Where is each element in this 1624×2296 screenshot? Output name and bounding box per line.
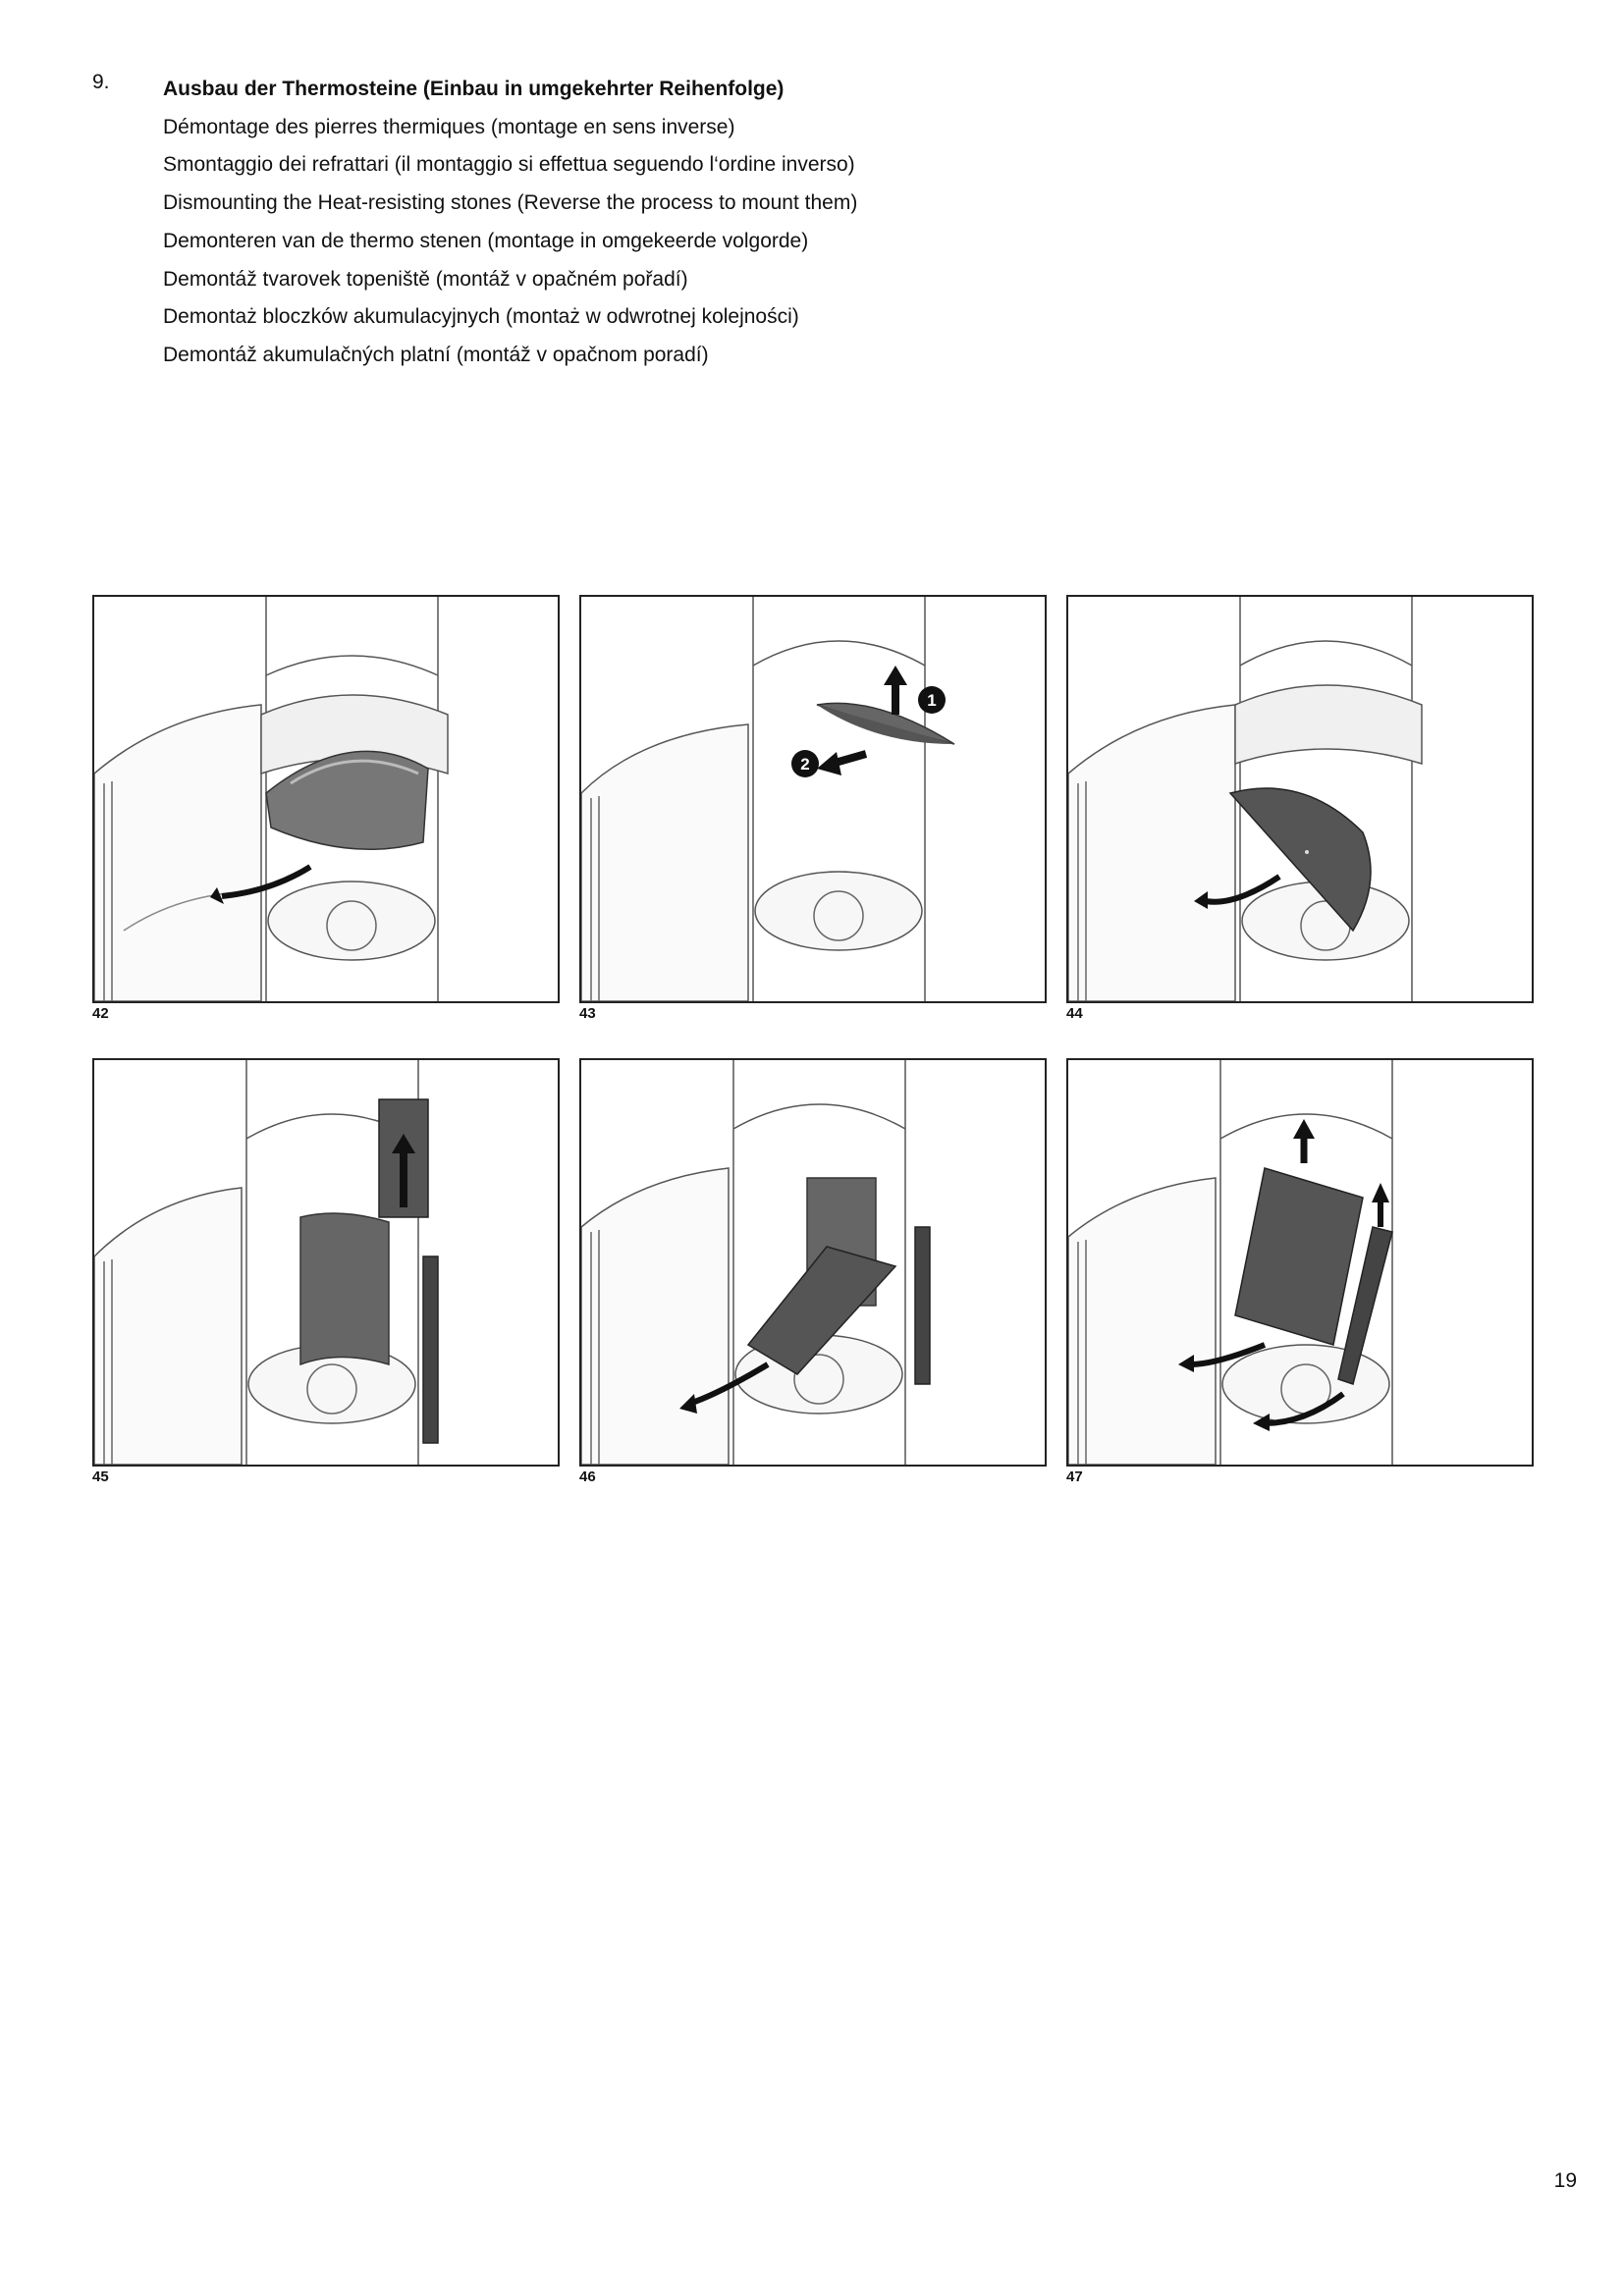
- section-number: 9.: [92, 71, 110, 93]
- step-marker-2: 2: [800, 755, 809, 774]
- section-title-pl: Demontaż bloczków akumulacyjnych (montaż…: [163, 305, 799, 329]
- stove-illustration-47: [1068, 1060, 1393, 1465]
- section-lines: Ausbau der Thermosteine (Einbau in umgek…: [163, 71, 1243, 375]
- section-title-fr: Démontage des pierres thermiques (montag…: [163, 115, 735, 138]
- figure-47: [1066, 1058, 1534, 1467]
- stove-illustration-44: [1068, 597, 1423, 1001]
- figure-43: 1 2: [579, 595, 1047, 1003]
- figure-46: [579, 1058, 1047, 1467]
- page-number: 19: [1553, 2169, 1577, 2192]
- stove-illustration-45: [94, 1060, 439, 1465]
- section-title-cs: Demontáž tvarovek topeniště (montáž v op…: [163, 267, 688, 291]
- figure-caption-47: 47: [1066, 1468, 1083, 1485]
- figure-45: [92, 1058, 560, 1467]
- stove-illustration-43: 1 2: [581, 597, 955, 1001]
- section-title-it: Smontaggio dei refrattari (il montaggio …: [163, 153, 855, 177]
- stove-illustration-46: [581, 1060, 931, 1465]
- figure-caption-46: 46: [579, 1468, 596, 1485]
- figure-caption-45: 45: [92, 1468, 109, 1485]
- figure-caption-44: 44: [1066, 1005, 1083, 1022]
- figure-44: [1066, 595, 1534, 1003]
- section-title-nl: Demonteren van de thermo stenen (montage…: [163, 229, 809, 252]
- figure-42: [92, 595, 560, 1003]
- section-title-en: Dismounting the Heat-resisting stones (R…: [163, 191, 858, 215]
- section-title-de: Ausbau der Thermosteine (Einbau in umgek…: [163, 78, 785, 100]
- stove-illustration-42: [94, 597, 449, 1001]
- figure-caption-42: 42: [92, 1005, 109, 1022]
- figure-caption-43: 43: [579, 1005, 596, 1022]
- step-marker-1: 1: [927, 691, 936, 710]
- section-title-sk: Demontáž akumulačných platní (montáž v o…: [163, 343, 709, 366]
